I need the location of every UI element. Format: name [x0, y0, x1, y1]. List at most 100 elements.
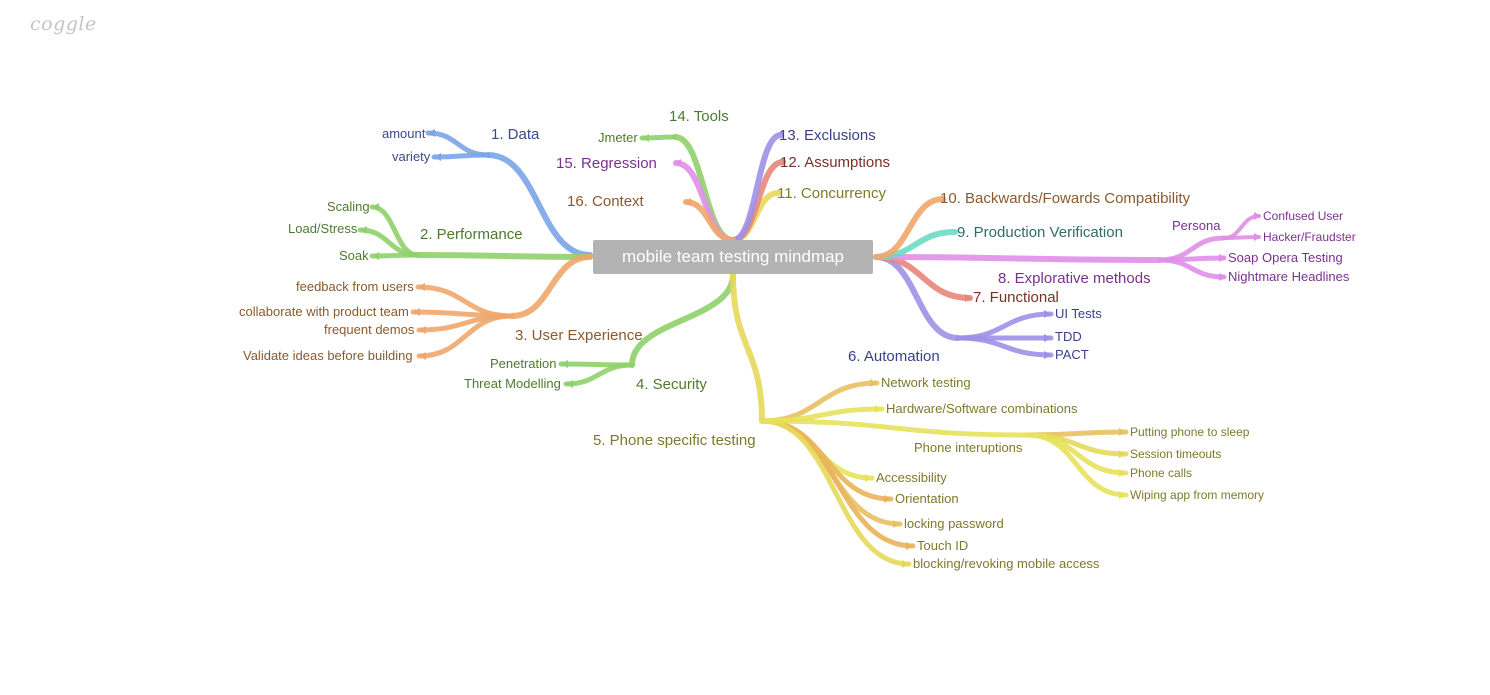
link-explorative — [873, 254, 1163, 263]
branch-tools-label[interactable]: 14. Tools — [669, 108, 729, 125]
tip-regression — [674, 159, 681, 167]
link-phone-access-tip — [865, 474, 872, 482]
tip-perf-scaling — [372, 203, 379, 211]
link-tools — [672, 134, 736, 243]
node-interrupt-session-timeouts[interactable]: Session timeouts — [1130, 447, 1222, 461]
link-persona-hacker — [1222, 235, 1261, 240]
branch-data-label[interactable]: 1. Data — [491, 126, 540, 143]
link-expl-nightmare — [1157, 257, 1227, 280]
branch-functional-label[interactable]: 7. Functional — [973, 289, 1059, 306]
node-security-threat-modelling[interactable]: Threat Modelling — [464, 376, 561, 391]
node-persona-confused-user[interactable]: Confused User — [1263, 209, 1344, 223]
node-ux-feedback[interactable]: feedback from users — [296, 279, 414, 294]
node-explorative-persona[interactable]: Persona — [1172, 218, 1221, 233]
node-phone-orientation[interactable]: Orientation — [895, 491, 959, 506]
link-ux — [509, 254, 593, 319]
link-int-wipe-tip — [1119, 491, 1126, 499]
tip-ux-collab — [413, 308, 420, 316]
node-data-amount[interactable]: amount — [382, 126, 426, 141]
node-phone-blocking-access[interactable]: blocking/revoking mobile access — [913, 556, 1100, 571]
link-exclusions — [730, 132, 784, 243]
branch-production-label[interactable]: 9. Production Verification — [957, 224, 1123, 241]
link-performance — [415, 252, 593, 260]
node-automation-pact[interactable]: PACT — [1055, 347, 1089, 362]
link-phone-network-tip — [870, 379, 877, 387]
node-automation-tdd[interactable]: TDD — [1055, 329, 1082, 344]
link-context — [683, 199, 736, 243]
node-tools-jmeter[interactable]: Jmeter — [598, 130, 638, 145]
tip-expl-nightmare — [1219, 273, 1226, 281]
link-phone-interruptions — [759, 418, 1031, 438]
branch-performance-label[interactable]: 2. Performance — [420, 226, 523, 243]
tip-expl-soap — [1219, 254, 1226, 262]
node-explorative-soap-opera[interactable]: Soap Opera Testing — [1228, 250, 1343, 265]
link-phone-touch-tip — [906, 542, 913, 550]
node-phone-network[interactable]: Network testing — [881, 375, 971, 390]
link-data-amount — [425, 130, 491, 158]
central-node-label: mobile team testing mindmap — [621, 247, 845, 266]
node-phone-hw-sw[interactable]: Hardware/Software combinations — [886, 401, 1078, 416]
link-auto-ui — [955, 311, 1054, 341]
branch-concurrency-label[interactable]: 11. Concurrency — [777, 185, 886, 202]
link-phone-hwsw-tip — [875, 405, 882, 413]
tip-auto-ui — [1044, 310, 1051, 318]
node-phone-accessibility[interactable]: Accessibility — [876, 470, 947, 485]
tip-data-variety — [434, 153, 441, 161]
branch-phone-specific-label[interactable]: 5. Phone specific testing — [593, 432, 756, 449]
node-phone-locking-password[interactable]: locking password — [904, 516, 1004, 531]
node-phone-interruptions[interactable]: Phone interuptions — [914, 440, 1023, 455]
node-automation-ui-tests[interactable]: UI Tests — [1055, 306, 1102, 321]
link-data-variety — [431, 152, 491, 160]
branch-regression-label[interactable]: 15. Regression — [556, 155, 657, 172]
link-phone-orient-tip — [884, 495, 891, 503]
node-data-variety[interactable]: variety — [392, 149, 431, 164]
link-phone — [730, 272, 765, 424]
branch-backwards-label[interactable]: 10. Backwards/Fowards Compatibility — [940, 190, 1191, 207]
node-ux-validate[interactable]: Validate ideas before building — [243, 348, 413, 363]
node-explorative-nightmare[interactable]: Nightmare Headlines — [1228, 269, 1350, 284]
node-interrupt-wiping-app[interactable]: Wiping app from memory — [1130, 488, 1265, 502]
branch-explorative-label[interactable]: 8. Explorative methods — [998, 270, 1151, 287]
branch-context-label[interactable]: 16. Context — [567, 193, 644, 210]
node-ux-collaborate[interactable]: collaborate with product team — [239, 304, 409, 319]
node-persona-hacker[interactable]: Hacker/Fraudster — [1263, 230, 1356, 244]
tip-functional — [965, 294, 972, 302]
node-performance-scaling[interactable]: Scaling — [327, 199, 370, 214]
node-ux-demos[interactable]: frequent demos — [324, 322, 415, 337]
tip-sec-pen — [561, 360, 568, 368]
branch-security-label[interactable]: 4. Security — [636, 376, 707, 393]
node-interrupt-phone-calls[interactable]: Phone calls — [1130, 466, 1193, 480]
link-security — [629, 272, 736, 368]
branch-user-experience-label[interactable]: 3. User Experience — [515, 327, 643, 344]
coggle-logo[interactable]: coggle — [30, 13, 97, 35]
link-data — [485, 152, 593, 258]
tip-ux-demos — [419, 326, 426, 334]
central-node[interactable]: mobile team testing mindmap — [593, 240, 873, 274]
link-phone-orient — [759, 418, 894, 502]
node-performance-load-stress[interactable]: Load/Stress — [288, 221, 358, 236]
tip-sec-threat — [566, 380, 573, 388]
link-int-session-tip — [1119, 450, 1126, 458]
branch-assumptions-label[interactable]: 12. Assumptions — [780, 154, 891, 171]
link-int-wipe — [1025, 432, 1129, 498]
link-phone-block — [759, 418, 912, 567]
link-sec-threat — [563, 362, 635, 387]
tip-tools-jmeter — [642, 134, 649, 142]
node-security-penetration[interactable]: Penetration — [490, 356, 557, 371]
tip-auto-tdd — [1044, 334, 1051, 342]
tip-perf-soak — [372, 252, 379, 260]
link-ux-validate — [416, 313, 515, 359]
link-persona-confused — [1222, 214, 1261, 240]
tip-persona-confused — [1254, 212, 1261, 220]
node-interrupt-sleep[interactable]: Putting phone to sleep — [1130, 425, 1250, 439]
tip-auto-pact — [1044, 351, 1051, 359]
tip-persona-hacker — [1254, 233, 1261, 241]
link-phone-locking-tip — [893, 520, 900, 528]
branch-automation-label[interactable]: 6. Automation — [848, 348, 940, 365]
node-performance-soak[interactable]: Soak — [339, 248, 369, 263]
node-phone-touch-id[interactable]: Touch ID — [917, 538, 969, 553]
link-int-calls-tip — [1119, 469, 1126, 477]
branch-exclusions-label[interactable]: 13. Exclusions — [779, 127, 876, 144]
